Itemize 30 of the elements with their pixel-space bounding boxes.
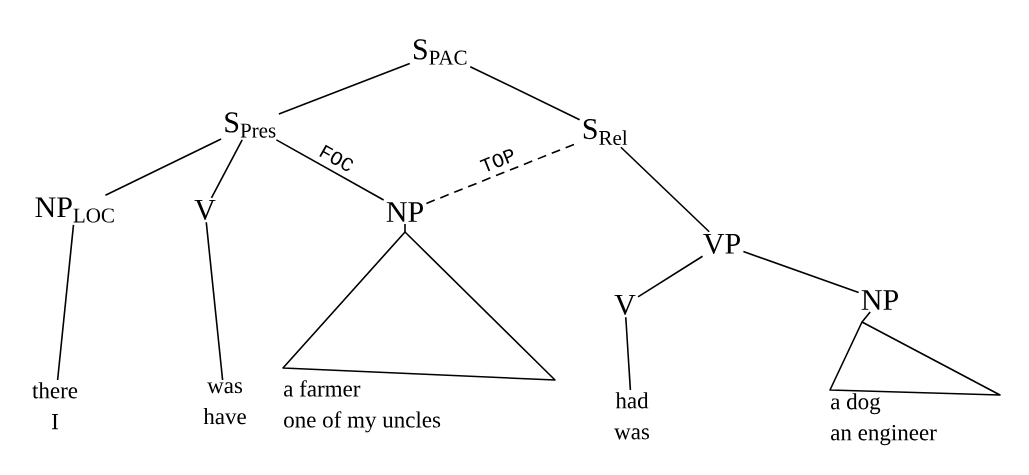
branch-line xyxy=(104,138,222,196)
category-label: V xyxy=(614,294,636,316)
category-label: S$_{PAC}$ xyxy=(413,39,467,65)
category-label: S$_{Rel}$ xyxy=(583,118,628,146)
branch-line xyxy=(275,139,385,201)
word-label: there I xyxy=(32,382,78,430)
branch-line xyxy=(56,224,75,381)
branch-line xyxy=(620,146,710,233)
category-label: NP xyxy=(861,290,898,310)
branch-line xyxy=(205,221,224,381)
phrase-label: a farmer one of my uncles xyxy=(284,380,441,433)
category-label: NP$_{LOC}$ xyxy=(35,197,114,223)
category-label: S$_{Pres}$ xyxy=(225,112,276,138)
triangle xyxy=(282,231,556,381)
category-label: NP xyxy=(386,202,423,222)
branch-line xyxy=(742,250,860,294)
branch-line xyxy=(210,139,243,199)
branch-line xyxy=(637,255,704,298)
branch-line xyxy=(404,223,406,233)
branch-line xyxy=(278,62,411,115)
branch-line xyxy=(469,65,581,121)
phrase-label: a dog an engineer xyxy=(831,393,937,446)
edge-label: FOC xyxy=(319,144,354,171)
category-label: V xyxy=(194,199,216,221)
word-label: was have xyxy=(203,382,246,425)
edge-label: TOP xyxy=(479,149,514,172)
word-label: had was xyxy=(614,392,650,440)
category-label: VP xyxy=(703,233,740,255)
branch-line xyxy=(625,316,632,391)
branch-line xyxy=(861,311,871,323)
